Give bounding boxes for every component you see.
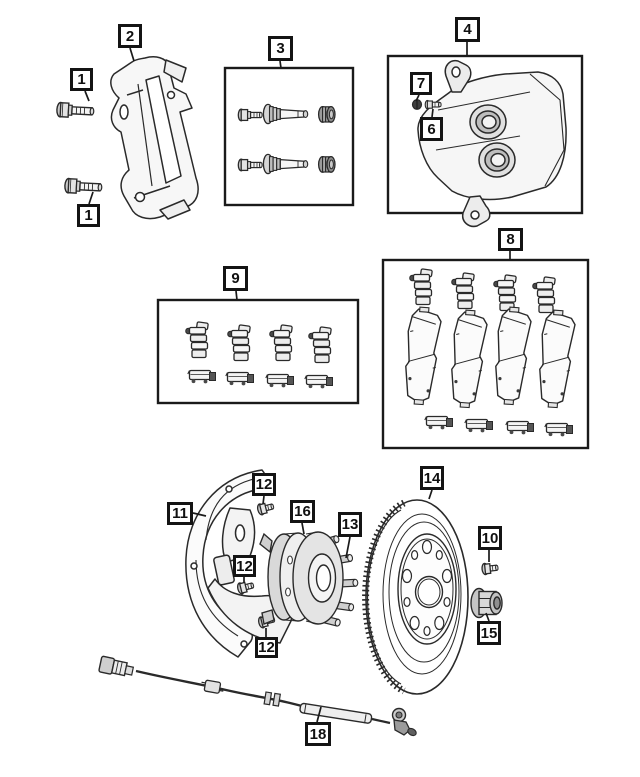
shield-bolt-middle-drawing (235, 579, 256, 596)
callout-7-cap[interactable]: 7 (410, 72, 432, 95)
callout-label: 8 (506, 231, 515, 248)
kit-box-pad-clips (156, 298, 360, 405)
callout-label: 1 (77, 71, 86, 88)
hub-bearing-drawing (259, 531, 359, 628)
bleeder-cap-drawing (411, 99, 423, 110)
rotor-screw-drawing (480, 561, 500, 576)
callout-13-stud[interactable]: 13 (338, 512, 362, 537)
brake-rotor-drawing (362, 499, 469, 695)
callout-1-lower-bolt[interactable]: 1 (77, 204, 100, 227)
brake-caliper-drawing (417, 59, 567, 228)
callout-label: 10 (481, 529, 499, 547)
callout-label: 13 (341, 516, 359, 533)
callout-10-screw[interactable]: 10 (478, 526, 502, 550)
callout-label: 3 (276, 40, 285, 57)
callout-label: 9 (231, 270, 240, 287)
callout-label: 15 (480, 624, 498, 642)
callout-2-bracket[interactable]: 2 (118, 24, 142, 48)
callout-label: 11 (172, 505, 188, 522)
wheel-speed-sensor-drawing (98, 655, 417, 737)
kit-box-guide-pins (223, 66, 355, 207)
callout-12-middle[interactable]: 12 (233, 555, 256, 577)
callout-18-sensor[interactable]: 18 (305, 722, 331, 746)
callout-11-shield[interactable]: 11 (167, 502, 193, 525)
callout-label: 7 (416, 75, 426, 92)
callout-9-clip-kit[interactable]: 9 (223, 266, 248, 291)
callout-label: 2 (125, 27, 135, 45)
callout-label: 6 (427, 120, 436, 138)
adapter-bolt-lower-drawing (63, 177, 103, 196)
pad-clip-kit-contents (185, 321, 334, 390)
callout-label: 14 (423, 469, 441, 487)
callout-6-bleeder[interactable]: 6 (420, 117, 443, 141)
callout-label: 1 (84, 207, 93, 224)
callout-3-pin-kit[interactable]: 3 (268, 36, 293, 61)
leader-lines (84, 42, 511, 723)
caliper-adapter-bracket-drawing (110, 56, 199, 220)
callout-15-nut[interactable]: 15 (477, 621, 501, 645)
rotor-lug-holes (401, 539, 453, 636)
callout-12-lower[interactable]: 12 (255, 637, 278, 658)
callout-12-upper[interactable]: 12 (252, 473, 276, 496)
callout-8-pad-kit[interactable]: 8 (498, 228, 523, 251)
adapter-bolt-upper-drawing (55, 101, 95, 120)
shield-bolt-upper-drawing (255, 500, 276, 517)
hub-nut-drawing (470, 587, 503, 619)
kit-box-brake-pads (381, 258, 590, 450)
bleeder-screw-drawing (424, 99, 442, 110)
callout-label: 12 (236, 557, 253, 575)
callout-label: 18 (309, 725, 327, 743)
callout-4-caliper[interactable]: 4 (455, 17, 480, 42)
callout-label: 4 (463, 21, 472, 38)
callout-16-hub[interactable]: 16 (290, 500, 315, 523)
callout-14-rotor[interactable]: 14 (420, 466, 444, 490)
guide-pin-kit-contents (237, 103, 336, 175)
callout-label: 12 (255, 476, 273, 493)
callout-label: 16 (294, 503, 311, 520)
callout-label: 12 (258, 639, 275, 656)
splash-shield-drawing (185, 469, 293, 658)
callout-1-upper-bolt[interactable]: 1 (70, 68, 93, 91)
brake-pad-kit-contents (402, 268, 577, 438)
